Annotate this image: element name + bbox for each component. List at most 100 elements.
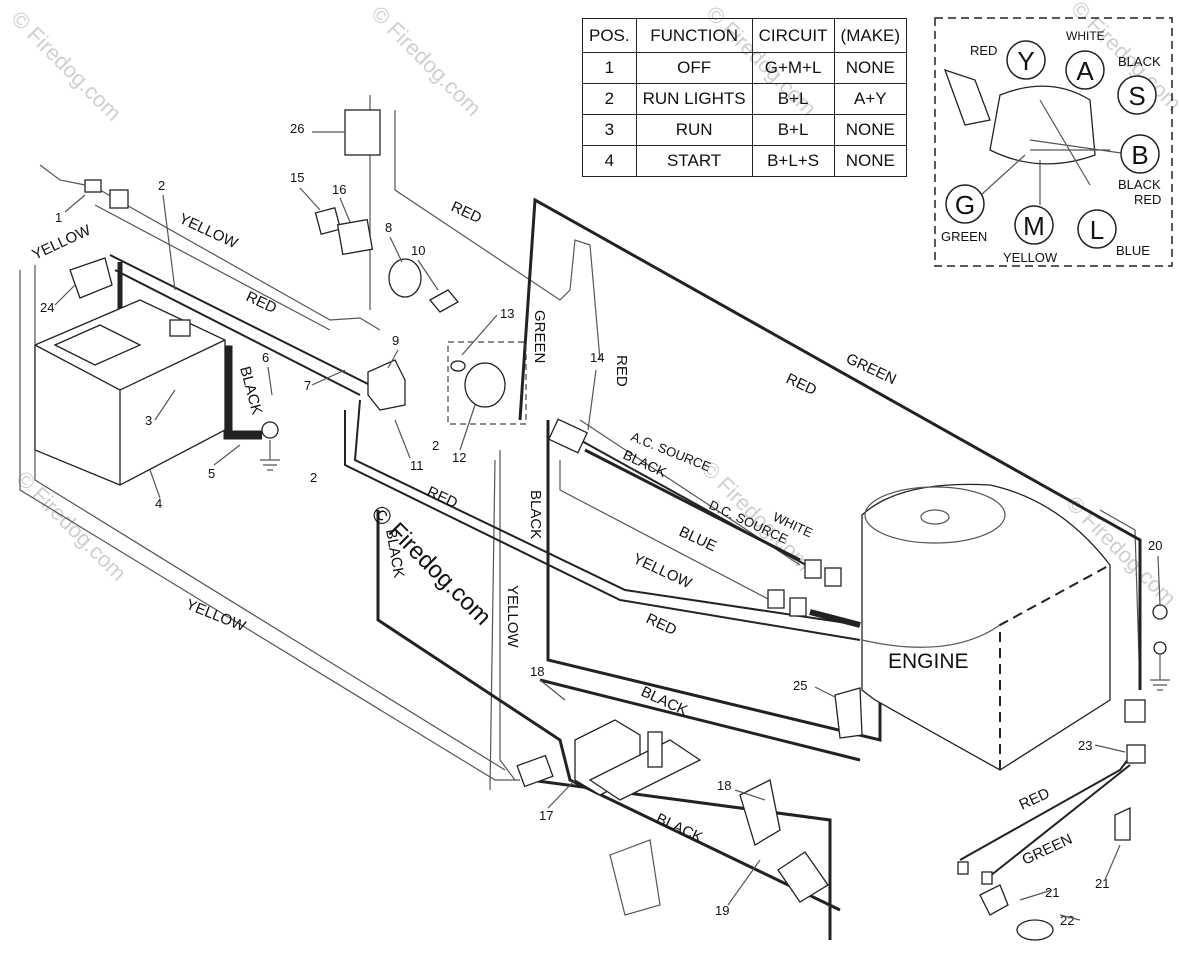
header-pos: POS. [582, 18, 637, 53]
terminal-M-color: YELLOW [1003, 250, 1058, 265]
part-number-3: 3 [145, 413, 152, 428]
part-number-5: 5 [208, 466, 215, 481]
terminal-M-letter: M [1023, 211, 1045, 241]
watermark-5: © Firedog.com [11, 466, 131, 586]
part-number-1: 1 [55, 210, 62, 225]
cell-make: NONE [833, 114, 908, 146]
bulb-22 [1016, 919, 1054, 941]
part-number-8: 8 [385, 220, 392, 235]
terminal-A-color: WHITE [1066, 29, 1105, 43]
part-number-6: 6 [262, 350, 269, 365]
watermark-2: © Firedog.com [366, 1, 486, 121]
part-number-2c: 2 [310, 470, 317, 485]
part-number-25: 25 [793, 678, 807, 693]
part-number-15: 15 [290, 170, 304, 185]
cell-circuit: B+L+S [751, 145, 835, 177]
table-row: 2 RUN LIGHTS B+L A+Y [582, 83, 908, 115]
terminal-L-letter: L [1090, 215, 1104, 245]
label-red-1: RED [243, 288, 279, 317]
switch-19 [739, 779, 781, 846]
terminal-G-letter: G [955, 190, 975, 220]
watermark-1: © Firedog.com [6, 6, 126, 126]
cell-pos: 4 [582, 145, 637, 177]
connector-19 [777, 851, 829, 903]
part-number-4: 4 [155, 496, 162, 511]
terminal-Y-letter: Y [1017, 46, 1034, 76]
ignition-switch [464, 362, 506, 408]
relay-26 [344, 109, 381, 156]
cell-make: NONE [833, 52, 908, 84]
part-number-2b: 2 [432, 438, 439, 453]
cell-make: NONE [833, 145, 908, 177]
bezel-8 [388, 258, 422, 298]
nut-10 [428, 289, 460, 313]
cell-circuit: B+L [751, 114, 835, 146]
label-black-3: BLACK [527, 490, 544, 539]
part-number-13: 13 [500, 306, 514, 321]
table-row: 3 RUN B+L NONE [582, 114, 908, 146]
terminal-B-letter: B [1131, 140, 1148, 170]
part-number-21b: 21 [1095, 876, 1109, 891]
part-number-16: 16 [332, 182, 346, 197]
label-yellow-5: YELLOW [184, 596, 249, 635]
part-number-18a: 18 [530, 664, 544, 679]
part-number-24: 24 [40, 300, 54, 315]
label-red-6: RED [643, 610, 679, 639]
terminal-Y-color: RED [970, 43, 997, 58]
part-number-9: 9 [392, 333, 399, 348]
switch-position-table: POS. FUNCTION CIRCUIT (MAKE) 1 OFF G+M+L… [582, 18, 908, 177]
header-circuit: CIRCUIT [751, 18, 835, 53]
terminal-S-color: BLACK [1118, 54, 1161, 69]
label-yellow-2: YELLOW [176, 210, 241, 252]
cell-pos: 2 [582, 83, 637, 115]
cell-function: START [635, 145, 753, 177]
label-red-2: RED [448, 198, 484, 227]
part-number-21a: 21 [1045, 885, 1059, 900]
header-function: FUNCTION [635, 18, 753, 53]
connector-14 [547, 418, 589, 454]
cell-circuit: B+L [751, 83, 835, 115]
cell-pos: 1 [582, 52, 637, 84]
label-green-1: GREEN [531, 310, 548, 363]
part-number-19: 19 [715, 903, 729, 918]
switch-9 [367, 359, 406, 411]
part-number-23: 23 [1078, 738, 1092, 753]
table-row: 1 OFF G+M+L NONE [582, 52, 908, 84]
label-green-2: GREEN [843, 350, 899, 388]
label-blue: BLUE [676, 523, 719, 555]
header-make: (MAKE) [833, 18, 908, 53]
part-number-18b: 18 [717, 778, 731, 793]
label-black-1: BLACK [236, 365, 265, 417]
label-green-3: GREEN [1020, 831, 1076, 869]
part-number-26: 26 [290, 121, 304, 136]
terminal-B-color: BLACK [1118, 177, 1161, 192]
connector-1b [109, 189, 129, 209]
terminal-B-color2: RED [1134, 192, 1161, 207]
label-yellow-4: YELLOW [504, 585, 521, 648]
cell-function: OFF [635, 52, 753, 84]
label-red-7: RED [1017, 785, 1053, 814]
terminal-L-color: BLUE [1116, 243, 1150, 258]
label-red-4: RED [783, 370, 819, 399]
cell-pos: 3 [582, 114, 637, 146]
solenoid-17 [574, 719, 702, 801]
cell-function: RUN LIGHTS [635, 83, 753, 115]
cell-circuit: G+M+L [751, 52, 835, 84]
battery-cover [69, 257, 113, 299]
part-number-7: 7 [304, 378, 311, 393]
part-number-17: 17 [539, 808, 553, 823]
label-yellow-1: YELLOW [30, 221, 95, 263]
part-number-10: 10 [411, 243, 425, 258]
engine [861, 483, 1111, 771]
part-number-2a: 2 [158, 178, 165, 193]
leader-lines [54, 131, 1161, 921]
part-numbers: 1 2 2 2 3 4 5 6 7 8 9 10 11 12 13 14 15 … [40, 121, 1162, 928]
table-row: 4 START B+L+S NONE [582, 145, 908, 177]
part-25 [834, 687, 863, 739]
connector-1 [84, 179, 102, 193]
switch-terminal-diagram: Y A S B G M L RED WHITE BLACK BLACK RED … [934, 17, 1173, 267]
table-header-row: POS. FUNCTION CIRCUIT (MAKE) [582, 18, 908, 53]
label-red-5: RED [424, 483, 460, 512]
parts [34, 109, 1170, 941]
